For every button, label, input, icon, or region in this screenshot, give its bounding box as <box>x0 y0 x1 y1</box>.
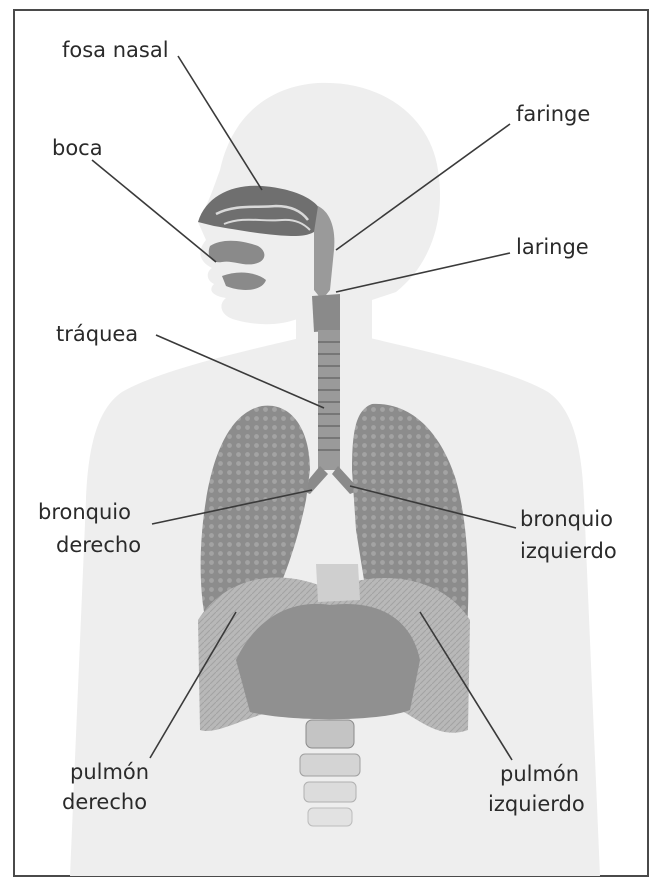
label-pulmon-derecho-line2: derecho <box>62 790 147 814</box>
trachea <box>318 330 340 470</box>
label-pulmon-derecho-line1: pulmón <box>70 760 149 784</box>
label-bronquio-izquierdo-line2: izquierdo <box>520 539 617 563</box>
label-bronquio-izquierdo-line1: bronquio <box>520 507 613 531</box>
label-traquea: tráquea <box>56 322 138 346</box>
label-boca: boca <box>52 136 103 160</box>
spine <box>300 720 360 826</box>
label-fosa-nasal: fosa nasal <box>62 38 169 62</box>
label-pulmon-izquierdo-line1: pulmón <box>500 762 579 786</box>
heart-notch <box>316 564 360 602</box>
label-faringe: faringe <box>516 102 590 126</box>
label-bronquio-derecho-line1: bronquio <box>38 500 131 524</box>
label-laringe: laringe <box>516 235 589 259</box>
label-bronquio-derecho-line2: derecho <box>56 533 141 557</box>
label-pulmon-izquierdo-line2: izquierdo <box>488 792 585 816</box>
